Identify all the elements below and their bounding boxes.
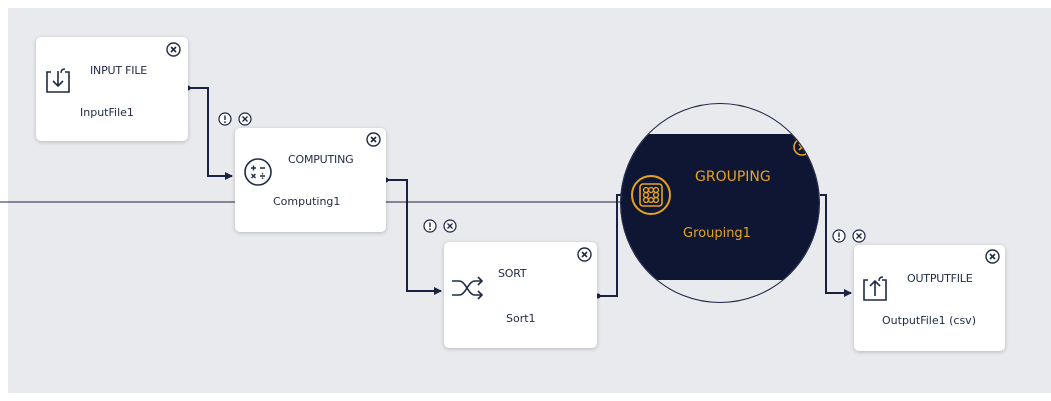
wire-grouping-to-output[interactable] bbox=[820, 194, 852, 297]
node-title: SORT bbox=[498, 267, 527, 280]
node-title: COMPUTING bbox=[288, 153, 354, 166]
remove-link-icon[interactable] bbox=[238, 112, 252, 126]
node-name: OutputFile1 (csv) bbox=[882, 314, 976, 327]
info-icon[interactable] bbox=[832, 229, 846, 243]
node-name: InputFile1 bbox=[80, 106, 134, 119]
node-input-file[interactable]: INPUT FILE InputFile1 bbox=[36, 37, 188, 141]
wire-input-to-computing[interactable] bbox=[188, 87, 233, 180]
node-output-file[interactable]: OUTPUTFILE OutputFile1 (csv) bbox=[854, 245, 1005, 351]
info-icon[interactable] bbox=[218, 112, 232, 126]
input-file-icon bbox=[46, 68, 70, 93]
remove-link-icon[interactable] bbox=[852, 229, 866, 243]
wire-computing-to-sort[interactable] bbox=[386, 179, 442, 295]
node-grouping[interactable]: GROUPING Grouping1 bbox=[621, 134, 819, 280]
node-sort[interactable]: SORT Sort1 bbox=[444, 242, 597, 348]
grouping-icon bbox=[631, 175, 671, 215]
close-icon[interactable] bbox=[793, 138, 811, 156]
close-icon[interactable] bbox=[577, 247, 592, 262]
close-icon[interactable] bbox=[166, 42, 181, 57]
node-name: Grouping1 bbox=[683, 226, 751, 241]
magnifier-lens: GROUPING Grouping1 bbox=[620, 103, 820, 303]
shuffle-icon bbox=[452, 276, 484, 300]
node-name: Sort1 bbox=[506, 312, 536, 325]
calculator-icon bbox=[244, 158, 272, 186]
link-actions bbox=[832, 229, 866, 243]
node-title: INPUT FILE bbox=[90, 64, 148, 77]
close-icon[interactable] bbox=[366, 132, 381, 147]
info-icon[interactable] bbox=[423, 219, 437, 233]
close-icon[interactable] bbox=[985, 249, 1000, 264]
node-title: GROUPING bbox=[695, 169, 771, 185]
link-actions bbox=[218, 112, 252, 126]
remove-link-icon[interactable] bbox=[443, 219, 457, 233]
output-file-icon bbox=[863, 276, 887, 301]
node-name: Computing1 bbox=[273, 195, 341, 208]
node-computing[interactable]: COMPUTING Computing1 bbox=[235, 128, 386, 232]
node-title: OUTPUTFILE bbox=[907, 272, 973, 285]
link-actions bbox=[423, 219, 457, 233]
